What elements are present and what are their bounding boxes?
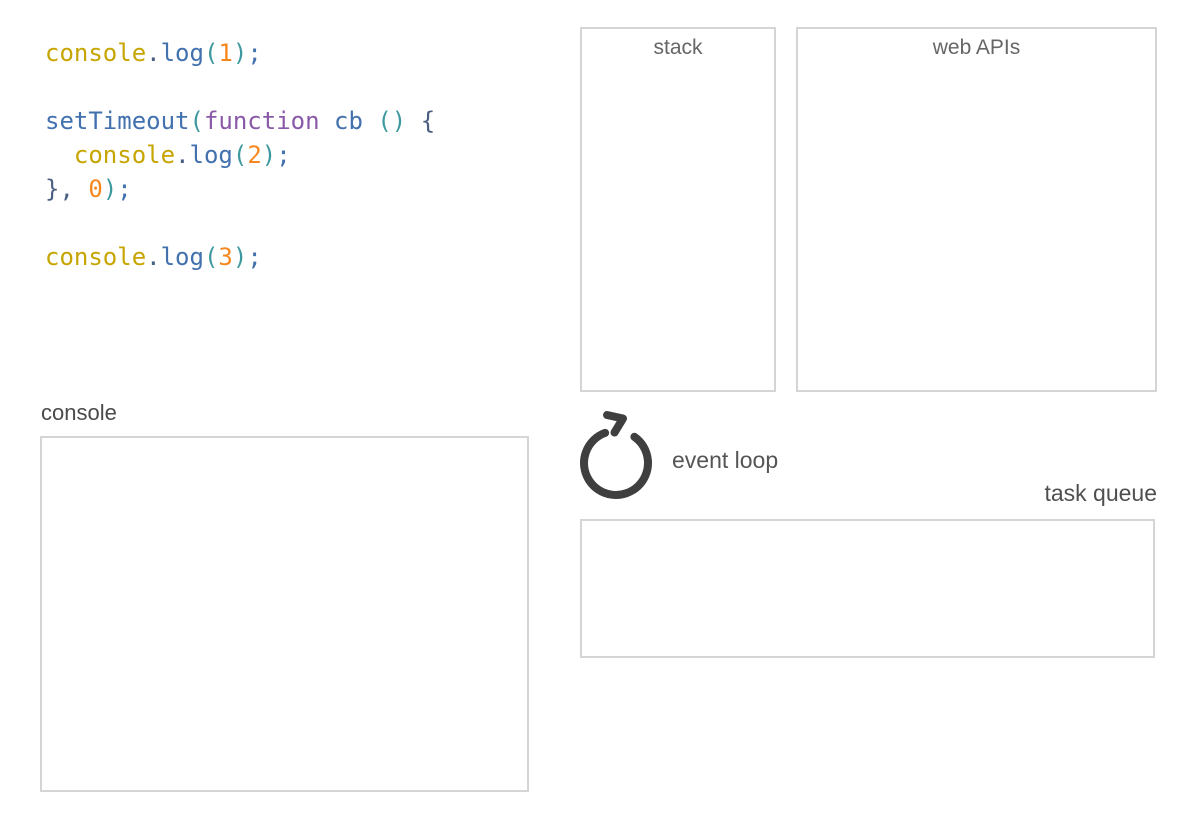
code-token: }, [45,175,74,203]
code-token: setTimeout [45,107,190,135]
code-token: function [203,107,320,135]
code-token: console [73,141,176,169]
code-token: ( [203,243,219,271]
code-token: 1 [218,39,233,67]
code-line: }, 0); [45,172,435,206]
code-token: ; [247,39,262,67]
code-line: console.log(1); [45,36,435,70]
code-line: console.log(3); [45,240,435,274]
stack-label: stack [653,36,703,59]
code-token: ) [102,175,118,203]
code-token [74,175,88,203]
code-editor[interactable]: console.log(1); setTimeout(function cb (… [45,36,435,274]
web-apis-label: web APIs [932,36,1021,59]
code-token: console [45,243,147,271]
code-token: 3 [218,243,233,271]
task-queue-box [580,519,1155,658]
code-token [363,107,377,135]
code-token: ) [261,141,277,169]
code-token: ( [203,39,219,67]
code-line: console.log(2); [45,138,435,172]
code-token: ; [276,141,291,169]
event-loop-label: event loop [672,447,779,473]
code-line: setTimeout(function cb () { [45,104,435,138]
code-token: ; [247,243,262,271]
code-token: ) [232,39,248,67]
code-token [45,141,74,169]
code-token: log [160,243,204,271]
code-token [406,107,420,135]
code-token [320,107,334,135]
console-label: console [41,400,117,425]
task-queue-label: task queue [1044,480,1157,506]
web-apis-box: web APIs [796,27,1157,392]
code-token: 2 [247,141,262,169]
code-token: ( [232,141,248,169]
code-token: cb [334,107,363,135]
code-token: log [160,39,204,67]
code-token: . [146,39,161,67]
code-token: . [175,141,190,169]
code-token: 0 [88,175,103,203]
code-token: console [45,39,147,67]
code-line [45,70,435,104]
event-loop-icon [580,411,652,499]
code-token: ; [117,175,132,203]
code-line [45,206,435,240]
code-token: . [146,243,161,271]
code-token: log [189,141,233,169]
code-token: { [420,107,436,135]
code-token: () [377,107,407,135]
code-token: ( [189,107,204,135]
stack-box: stack [580,27,776,392]
console-box [40,436,529,792]
code-token: ) [232,243,248,271]
